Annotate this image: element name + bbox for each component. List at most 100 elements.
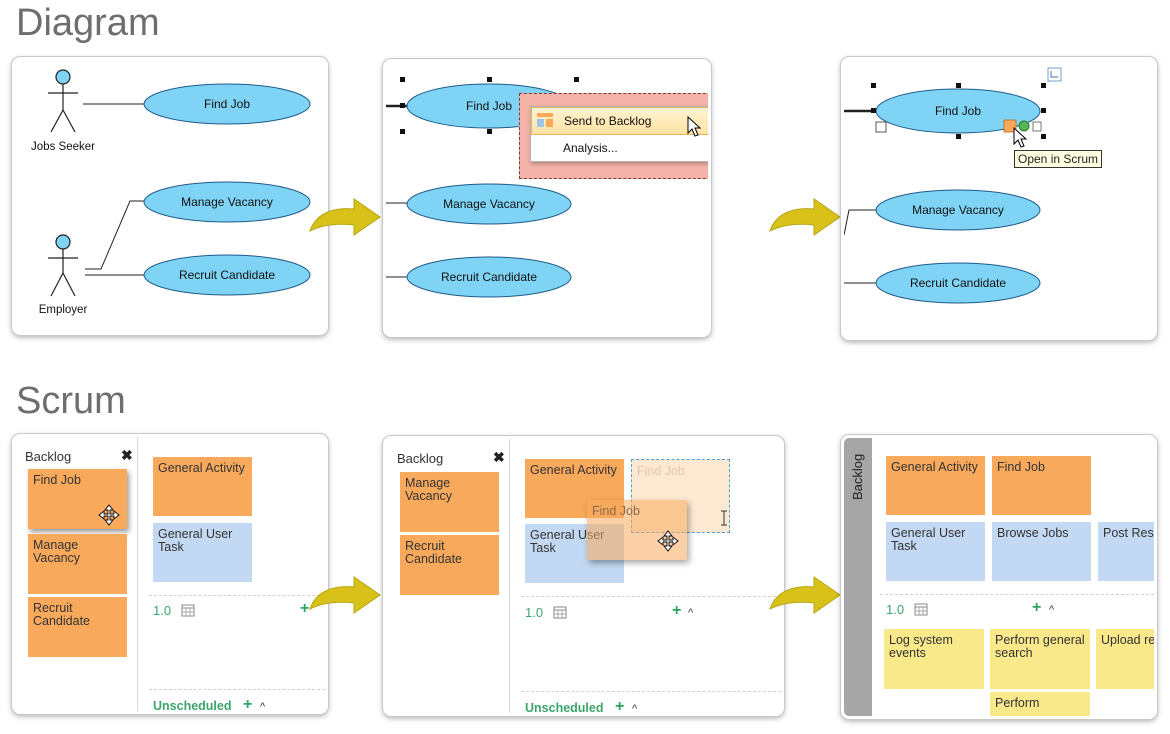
card-log-system-events[interactable]: Log system events bbox=[884, 629, 984, 689]
menu-item-analysis-label: Analysis... bbox=[563, 141, 618, 155]
card-label: Find Job bbox=[637, 464, 685, 478]
collapse-caret-icon[interactable]: ^ bbox=[632, 703, 638, 715]
usecase-recruit-candidate[interactable] bbox=[406, 256, 572, 298]
backlog-card-manage-vacancy[interactable]: Manage Vacancy bbox=[28, 534, 127, 594]
collapse-caret-icon[interactable]: ^ bbox=[260, 701, 266, 713]
card-label: Recruit Candidate bbox=[405, 539, 462, 566]
scrum-section-title: Scrum bbox=[16, 380, 126, 422]
backlog-divider bbox=[137, 437, 138, 711]
card-label: General User Task bbox=[891, 526, 966, 553]
add-item-icon[interactable]: + bbox=[300, 600, 310, 617]
card-label: General Activity bbox=[891, 460, 978, 474]
backlog-card-recruit-candidate[interactable]: Recruit Candidate bbox=[400, 535, 499, 595]
flow-arrow-4 bbox=[769, 576, 841, 614]
context-menu-highlight: Send to Backlog Analysis... bbox=[519, 93, 708, 179]
card-perform[interactable]: Perform bbox=[990, 692, 1090, 716]
usecase-recruit-candidate-label: Recruit Candidate bbox=[910, 276, 1006, 290]
card-post-resume[interactable]: Post Res bbox=[1098, 522, 1154, 581]
card-general-activity[interactable]: General Activity bbox=[886, 456, 985, 515]
dragging-card-find-job[interactable]: Find Job bbox=[587, 500, 687, 560]
move-cursor-icon bbox=[657, 530, 679, 552]
calendar-icon[interactable] bbox=[553, 605, 567, 619]
usecase-recruit-candidate[interactable] bbox=[143, 254, 311, 296]
card-general-user-task[interactable]: General User Task bbox=[153, 523, 252, 582]
associations bbox=[83, 103, 146, 276]
calendar-icon[interactable] bbox=[181, 603, 195, 617]
usecase-manage-vacancy-label: Manage Vacancy bbox=[912, 203, 1004, 217]
backlog-title: Backlog bbox=[397, 451, 444, 466]
card-upload-resume[interactable]: Upload re bbox=[1096, 629, 1156, 689]
usecase-recruit-candidate-label: Recruit Candidate bbox=[441, 270, 537, 284]
add-unscheduled-icon[interactable]: + bbox=[615, 698, 625, 715]
card-label: General Activity bbox=[158, 461, 245, 475]
calendar-icon[interactable] bbox=[914, 602, 928, 616]
version-label: 1.0 bbox=[153, 603, 172, 618]
diagram-panel-1: Jobs Seeker Employer Find Job Manage Vac… bbox=[12, 57, 328, 335]
backlog-card-manage-vacancy[interactable]: Manage Vacancy bbox=[400, 472, 499, 532]
close-backlog-icon[interactable]: ✖ bbox=[121, 447, 133, 463]
usecase-recruit-candidate-label: Recruit Candidate bbox=[179, 268, 275, 282]
card-label: Perform general search bbox=[995, 633, 1085, 660]
unscheduled-separator bbox=[149, 689, 325, 690]
card-find-job[interactable]: Find Job bbox=[992, 456, 1091, 515]
usecase-find-job[interactable] bbox=[143, 83, 311, 125]
card-label: Find Job bbox=[592, 504, 640, 518]
card-perform-general-search[interactable]: Perform general search bbox=[990, 629, 1090, 689]
close-backlog-icon[interactable]: ✖ bbox=[493, 449, 505, 465]
mouse-pointer-icon bbox=[687, 116, 702, 137]
collapsed-backlog-bar[interactable]: Backlog bbox=[844, 438, 872, 716]
context-menu: Send to Backlog Analysis... bbox=[530, 106, 708, 162]
backlog-card-find-job[interactable]: Find Job bbox=[28, 469, 127, 529]
flow-arrow-1 bbox=[309, 198, 381, 236]
backlog-card-recruit-candidate[interactable]: Recruit Candidate bbox=[28, 597, 127, 657]
usecase-manage-vacancy-label: Manage Vacancy bbox=[181, 195, 273, 209]
card-label: Upload re bbox=[1101, 633, 1156, 647]
flow-arrow-2 bbox=[769, 198, 841, 236]
scrum-panel-2: Backlog ✖ Manage Vacancy Recruit Candida… bbox=[383, 436, 784, 716]
menu-item-send-to-backlog[interactable]: Send to Backlog bbox=[531, 107, 708, 135]
diagram-panel-2: Find Job Manage Vacancy Recruit Candidat… bbox=[383, 59, 711, 337]
usecase-manage-vacancy-label: Manage Vacancy bbox=[443, 197, 535, 211]
usecase-manage-vacancy[interactable] bbox=[875, 189, 1041, 231]
resource-icons[interactable] bbox=[875, 67, 1062, 133]
backlog-vertical-label: Backlog bbox=[850, 453, 865, 500]
version-separator bbox=[521, 596, 781, 597]
card-general-activity[interactable]: General Activity bbox=[153, 457, 252, 516]
diagram-section-title: Diagram bbox=[16, 2, 160, 44]
version-separator bbox=[149, 595, 325, 596]
actor-jobs-seeker-label: Jobs Seeker bbox=[31, 141, 95, 153]
backlog-icon bbox=[537, 113, 553, 127]
menu-item-analysis[interactable]: Analysis... bbox=[531, 135, 708, 161]
use-case-diagram-2: Find Job Manage Vacancy Recruit Candidat… bbox=[386, 77, 579, 298]
diagram-panel-3: Find Job Manage Vacancy Recruit Candidat… bbox=[841, 57, 1157, 340]
collapse-caret-icon[interactable]: ^ bbox=[688, 607, 694, 619]
version-label: 1.0 bbox=[525, 605, 544, 620]
card-general-user-task[interactable]: General User Task bbox=[886, 522, 985, 581]
use-case-diagram-1: Jobs Seeker Employer Find Job Manage Vac… bbox=[31, 69, 311, 316]
usecase-manage-vacancy[interactable] bbox=[406, 183, 572, 225]
card-label: Manage Vacancy bbox=[33, 538, 81, 565]
usecase-find-job-label: Find Job bbox=[466, 99, 512, 113]
usecase-recruit-candidate[interactable] bbox=[875, 262, 1041, 304]
add-unscheduled-icon[interactable]: + bbox=[243, 696, 253, 713]
usecase-find-job-label: Find Job bbox=[935, 104, 981, 118]
actor-jobs-seeker[interactable] bbox=[48, 69, 78, 133]
add-item-icon[interactable]: + bbox=[672, 602, 682, 619]
backlog-title: Backlog bbox=[25, 449, 72, 464]
selection-handles[interactable] bbox=[871, 83, 1046, 139]
menu-item-send-to-backlog-label: Send to Backlog bbox=[564, 114, 652, 128]
collapse-caret-icon[interactable]: ^ bbox=[1049, 604, 1055, 616]
actor-employer[interactable] bbox=[48, 234, 78, 297]
add-item-icon[interactable]: + bbox=[1032, 599, 1042, 616]
open-in-scrum-tooltip: Open in Scrum bbox=[1014, 150, 1103, 168]
mouse-pointer-icon bbox=[1013, 126, 1028, 148]
move-cursor-icon bbox=[98, 504, 120, 526]
card-label: Log system events bbox=[889, 633, 953, 660]
card-browse-jobs[interactable]: Browse Jobs bbox=[992, 522, 1091, 581]
selection-handles[interactable] bbox=[400, 77, 579, 134]
card-label: Post Res bbox=[1103, 526, 1154, 540]
card-label: Find Job bbox=[997, 460, 1045, 474]
unscheduled-label: Unscheduled bbox=[153, 699, 232, 713]
usecase-manage-vacancy[interactable] bbox=[143, 181, 311, 223]
card-label: Find Job bbox=[33, 473, 81, 487]
